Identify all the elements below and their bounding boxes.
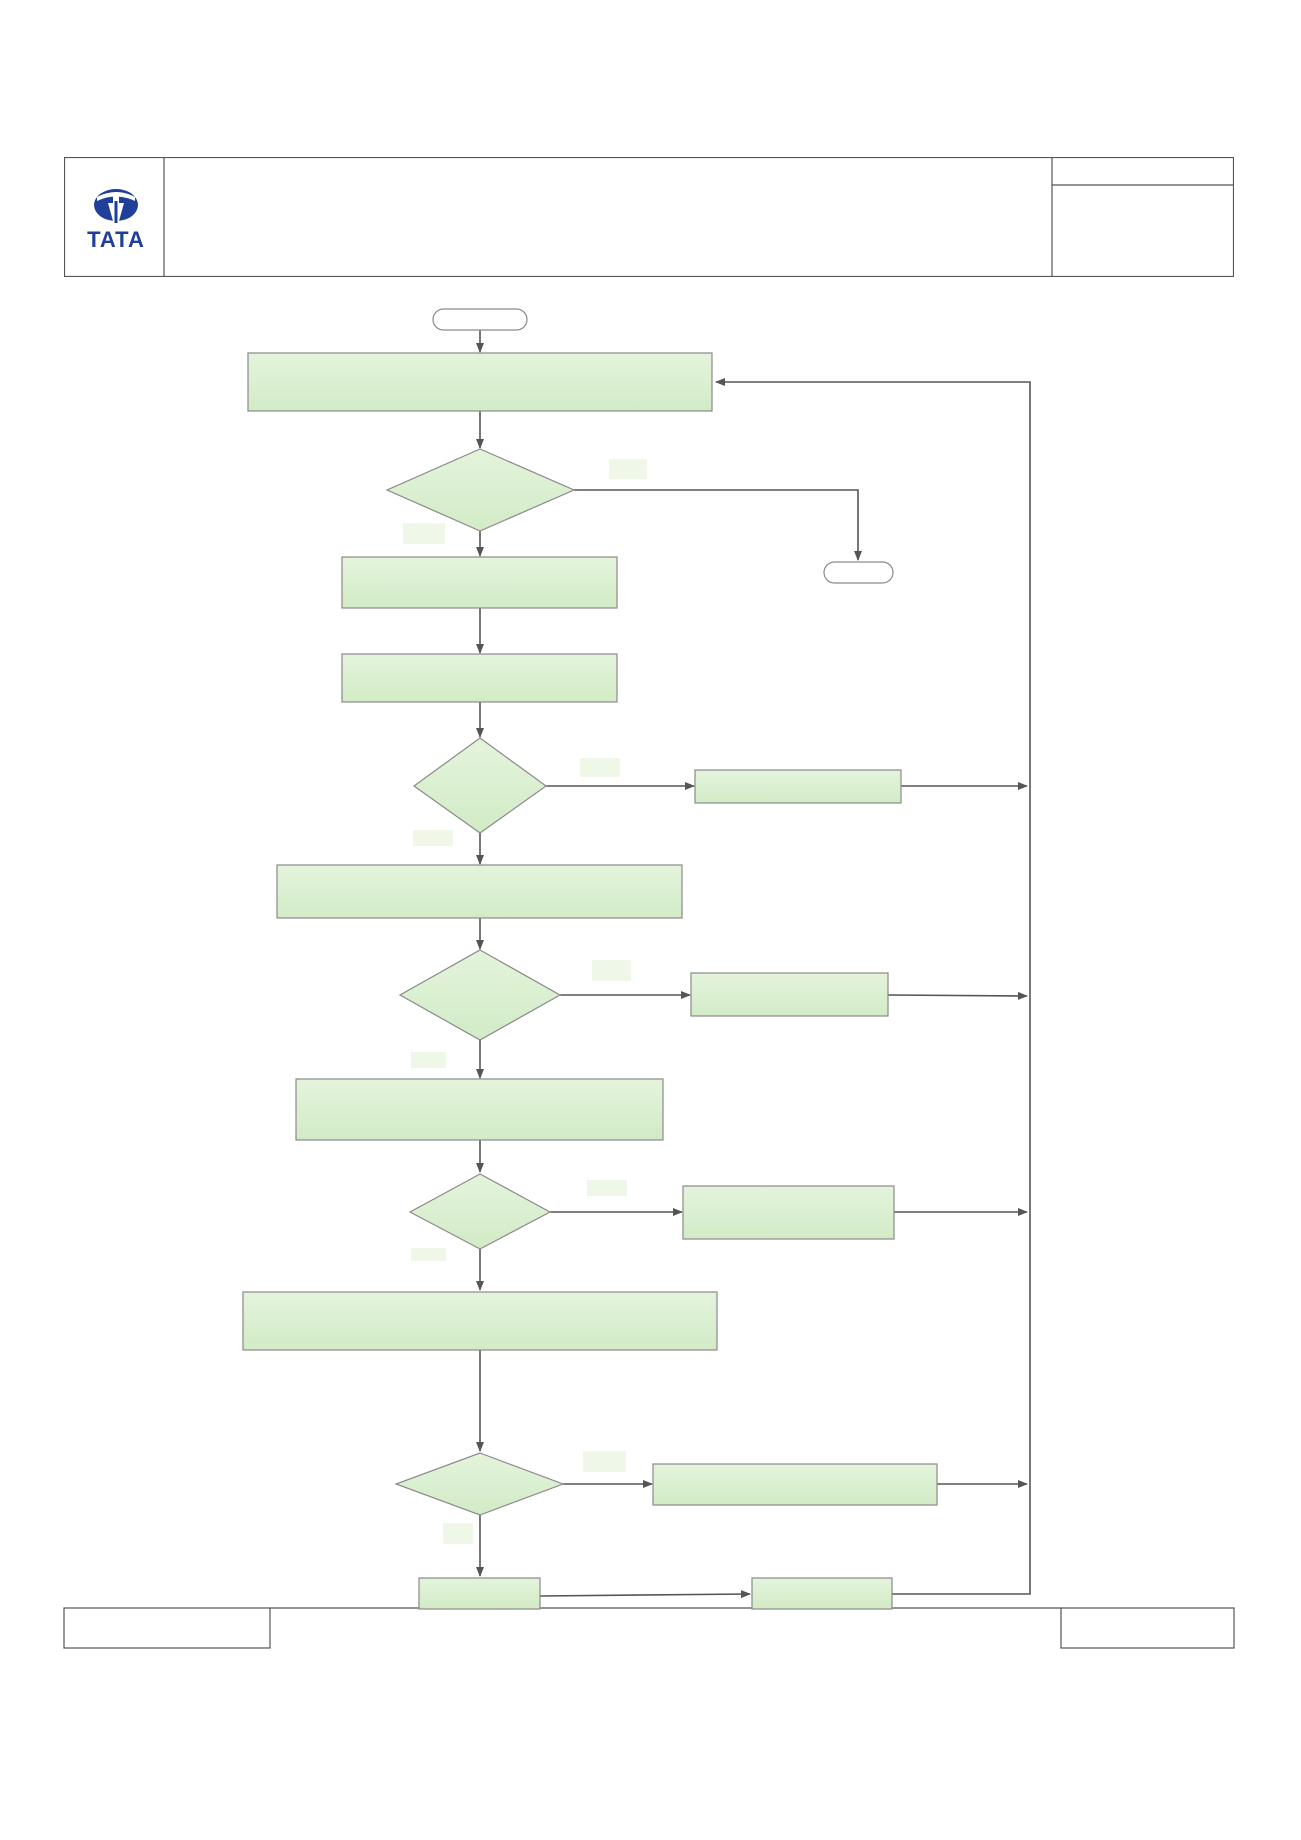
node-start[interactable] bbox=[432, 308, 528, 331]
node-decision-2[interactable] bbox=[412, 737, 548, 834]
condition-label-d3-down bbox=[411, 1052, 446, 1068]
condition-label-d5-right bbox=[583, 1451, 626, 1472]
node-process-4[interactable] bbox=[694, 769, 902, 804]
node-process-9[interactable] bbox=[242, 1291, 718, 1351]
node-process-11[interactable] bbox=[418, 1577, 541, 1610]
node-decision-5[interactable] bbox=[394, 1452, 565, 1516]
header-frame bbox=[64, 157, 1234, 277]
connector-d1-end bbox=[574, 489, 862, 561]
footer-box-left bbox=[63, 1607, 271, 1649]
node-process-12[interactable] bbox=[751, 1577, 893, 1610]
connector-p6-loop bbox=[887, 991, 1028, 1000]
tata-logo: TATA bbox=[87, 189, 145, 252]
connector-p11-p12 bbox=[539, 1590, 751, 1599]
node-process-3[interactable] bbox=[341, 653, 618, 703]
node-process-7[interactable] bbox=[295, 1078, 664, 1141]
condition-label-d1-right bbox=[609, 459, 647, 479]
document-header: TATA bbox=[64, 157, 1234, 277]
node-process-6[interactable] bbox=[690, 972, 889, 1017]
node-decision-1[interactable] bbox=[385, 448, 576, 532]
nodes bbox=[242, 308, 938, 1610]
condition-label-d4-right bbox=[587, 1180, 627, 1196]
condition-label-d2-right bbox=[580, 758, 620, 777]
node-process-10[interactable] bbox=[652, 1463, 938, 1506]
condition-label-d5-down bbox=[443, 1523, 473, 1544]
condition-label-d3-right bbox=[592, 960, 631, 981]
brand-wordmark: TATA bbox=[87, 227, 145, 252]
condition-label-d1-down bbox=[403, 523, 445, 544]
node-process-8[interactable] bbox=[682, 1185, 895, 1240]
connectors bbox=[476, 330, 1031, 1599]
node-process-5[interactable] bbox=[276, 864, 683, 919]
condition-label-d2-down bbox=[413, 830, 453, 846]
node-end[interactable] bbox=[823, 561, 894, 584]
document-footer bbox=[63, 1607, 1235, 1649]
tata-emblem-icon bbox=[94, 189, 138, 223]
node-decision-4[interactable] bbox=[408, 1173, 552, 1250]
condition-labels bbox=[403, 459, 647, 1544]
node-process-2[interactable] bbox=[341, 556, 618, 609]
footer-box-right bbox=[1060, 1607, 1235, 1649]
condition-label-d4-down bbox=[411, 1248, 446, 1261]
node-process-1[interactable] bbox=[247, 352, 713, 412]
node-decision-3[interactable] bbox=[398, 949, 562, 1041]
connector-loop-back bbox=[715, 378, 1031, 1595]
